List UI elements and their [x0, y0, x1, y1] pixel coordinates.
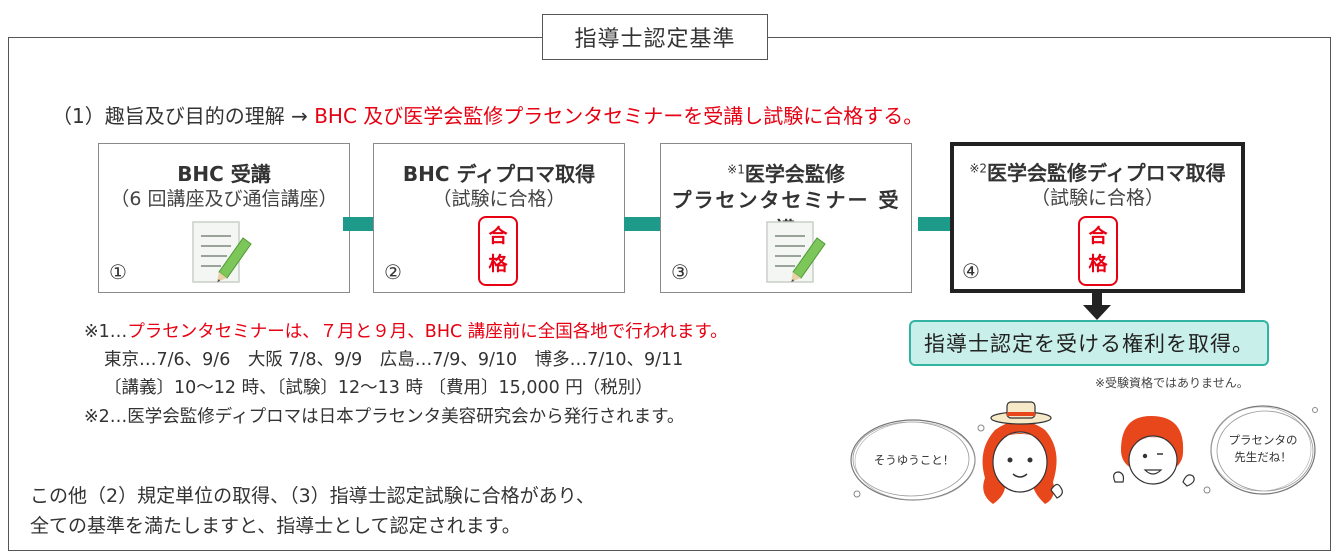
step-3-note-mark: ※1: [727, 162, 745, 177]
page-title: 指導士認定基準: [542, 14, 768, 60]
step-4-number: ④: [962, 259, 980, 283]
left-bubble-text: そうゆうこと！: [873, 453, 955, 467]
step-1-number: ①: [109, 260, 127, 284]
award-label: 指導士認定を受ける権利を取得。: [924, 332, 1254, 356]
pass-stamp-4-char-2: 格: [1088, 253, 1108, 275]
step-4-title-row: ※2医学会監修ディプロマ取得: [954, 157, 1241, 186]
award-banner: 指導士認定を受ける権利を取得。: [909, 320, 1269, 366]
right-bubble-line-1: プラセンタの: [1228, 433, 1298, 447]
note-schedule: 東京…7/6、9/6 大阪 7/8、9/9 広島…7/9、9/10 博多…7/1…: [104, 350, 684, 370]
document-pencil-icon: [192, 221, 252, 283]
note-1-text: プラセンタセミナーは、７月と９月、BHC 講座前に全国各地で行われます。: [127, 322, 728, 342]
right-bubble-text: プラセンタの 先生だね！: [1217, 432, 1309, 467]
step-2-subtitle: （試験に合格）: [432, 188, 566, 210]
character-illustration-art: [850, 401, 1318, 504]
step-box-4: ※2医学会監修ディプロマ取得 （試験に合格） 合 格 ④: [950, 142, 1245, 293]
step-1-subtitle: （6 回講座及び通信講座）: [110, 188, 338, 210]
award-note: ※受験資格ではありません。: [1095, 376, 1249, 390]
note-2: ※2…医学会監修ディプロマは日本プラセンタ美容研究会から発行されます。: [84, 407, 685, 427]
pass-stamp-2: 合 格: [478, 216, 518, 286]
step-3-title: 医学会監修: [744, 162, 845, 186]
step-box-3: ※1医学会監修 プラセンタセミナー 受講 ③: [660, 143, 912, 293]
closing-text-1: この他（2）規定単位の取得、（3）指導士認定試験に合格があり、: [30, 485, 595, 507]
right-bubble-line-2: 先生だね！: [1234, 450, 1292, 465]
note-fees: 〔講義〕10～12 時、〔試験〕12～13 時 〔費用〕15,000 円（税別）: [104, 378, 653, 398]
pass-stamp-4-char-1: 合: [1088, 225, 1108, 248]
document-pencil-icon: [766, 221, 826, 283]
page-title-text: 指導士認定基準: [574, 27, 736, 52]
arrow-down-icon: [1083, 289, 1111, 320]
step-4-subtitle: （試験に合格）: [1030, 187, 1164, 209]
step-3-title-row: ※1医学会監修: [661, 158, 911, 187]
step-2-number: ②: [384, 260, 402, 284]
pass-stamp-2-char-1: 合: [488, 225, 508, 248]
step-3-subtitle: プラセンタセミナー 受講: [671, 188, 901, 241]
requirement-1-highlight: BHC 及び医学会監修プラセンタセミナーを受講し試験に合格する。: [314, 104, 924, 128]
character-illustration: そうゆうこと！ プラセンタの 先生だね！: [845, 390, 1330, 515]
note-1: ※1…プラセンタセミナーは、７月と９月、BHC 講座前に全国各地で行われます。: [84, 318, 728, 343]
pass-stamp-2-char-2: 格: [488, 253, 508, 275]
closing-text-2: 全ての基準を満たしますと、指導士として認定されます。: [30, 515, 521, 537]
step-4-note-mark: ※2: [969, 161, 988, 176]
requirement-1-prefix: （1）趣旨及び目的の理解 →: [52, 104, 315, 128]
pass-stamp-4: 合 格: [1078, 216, 1118, 286]
step-1-title: BHC 受講: [177, 162, 271, 186]
step-3-number: ③: [671, 260, 689, 284]
note-1-prefix: ※1…: [84, 322, 128, 342]
step-4-title: 医学会監修ディプロマ取得: [987, 161, 1226, 185]
step-box-2: BHC ディプロマ取得 （試験に合格） 合 格 ②: [373, 143, 625, 293]
requirement-1: （1）趣旨及び目的の理解 → BHC 及び医学会監修プラセンタセミナーを受講し試…: [52, 100, 923, 129]
step-2-title: BHC ディプロマ取得: [402, 162, 596, 186]
step-box-1: BHC 受講 （6 回講座及び通信講座） ①: [98, 143, 350, 293]
